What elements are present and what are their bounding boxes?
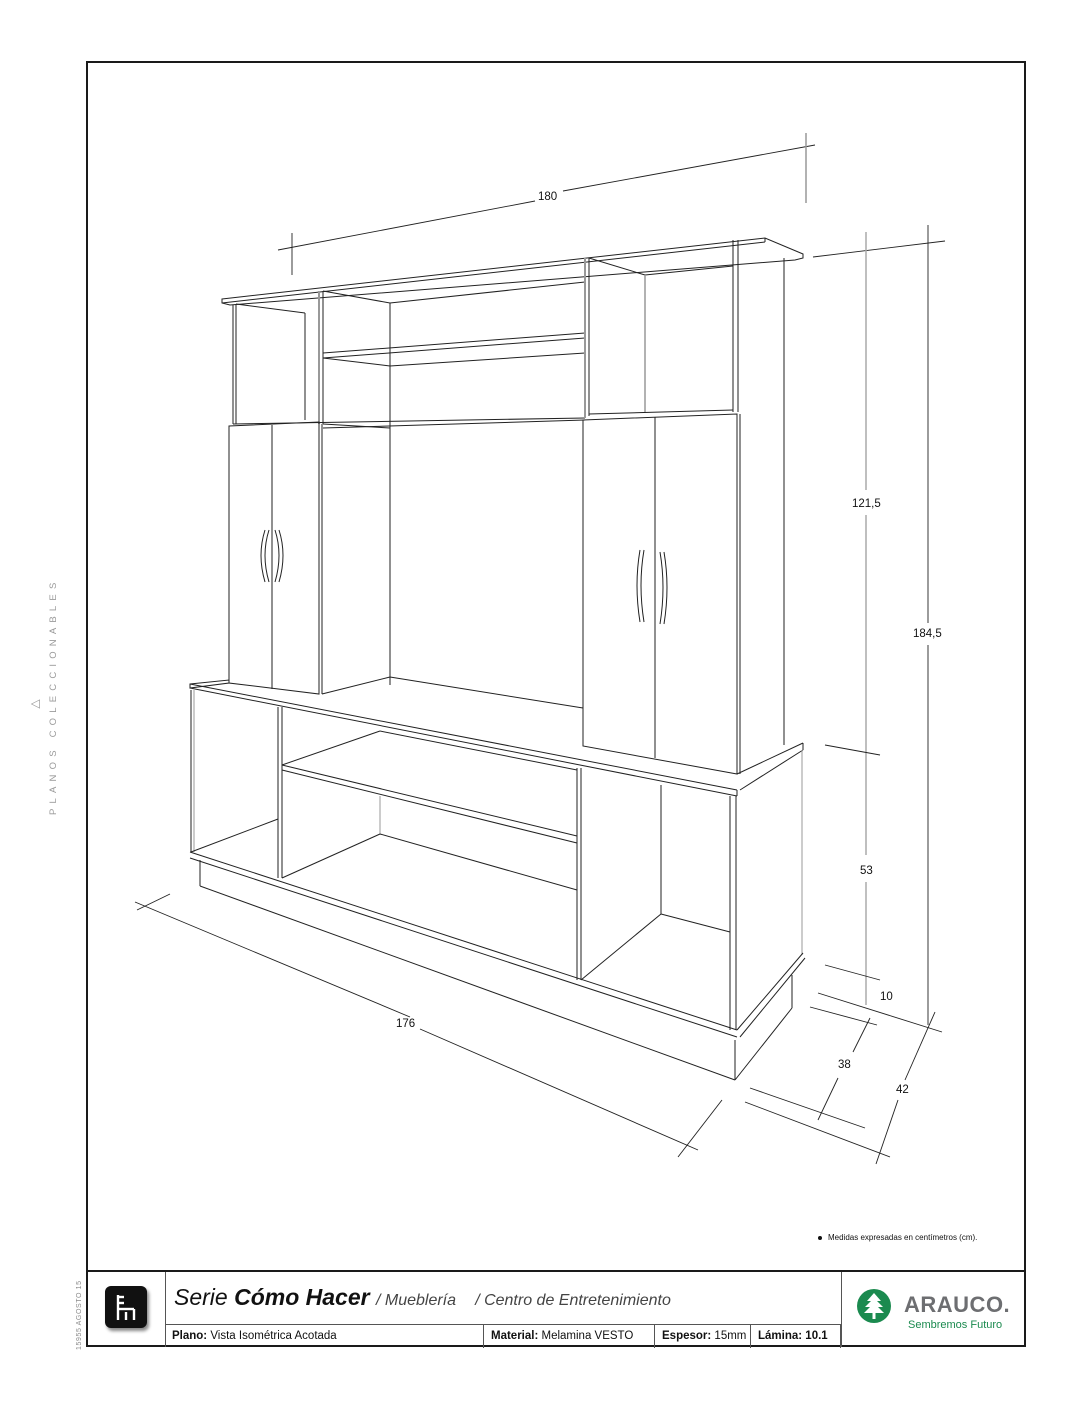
dim-height-total: 184,5 (913, 628, 942, 640)
title-block: Serie Cómo Hacer / Mueblería / Centro de… (86, 1270, 1026, 1348)
tree-logo-icon (857, 1289, 891, 1323)
dim-height-base: 53 (860, 865, 873, 877)
top-board (221, 237, 804, 306)
series-title: Serie Cómo Hacer / Mueblería / Centro de… (174, 1284, 671, 1311)
dim-height-upper: 121,5 (852, 498, 881, 510)
brand-name: ARAUCO. (904, 1292, 1011, 1317)
project-name: / Centro de Entretenimiento (475, 1292, 671, 1309)
category: / Mueblería (375, 1292, 457, 1309)
dim-plinth: 10 (880, 991, 893, 1003)
espesor-cell: Espesor: 15mm (655, 1325, 751, 1348)
brand-tagline: Sembremos Futuro (908, 1319, 1003, 1331)
info-row: Plano: Vista Isométrica Acotada Material… (165, 1324, 841, 1348)
plano-cell: Plano: Vista Isométrica Acotada (165, 1325, 484, 1348)
icon-cell (86, 1272, 166, 1347)
dim-width-top: 180 (538, 191, 557, 203)
bullet-icon (818, 1235, 822, 1240)
note-text: Medidas expresadas en centímetros (cm). (828, 1233, 978, 1242)
measurement-note: Medidas expresadas en centímetros (cm). (818, 1233, 977, 1242)
logo-cell: ARAUCO. Sembremos Futuro (841, 1272, 1025, 1347)
material-cell: Material: Melamina VESTO (484, 1325, 655, 1348)
series-prefix: Serie (174, 1284, 228, 1310)
dim-depth-base: 38 (838, 1059, 851, 1071)
lamina-cell: Lámina: 10.1 (751, 1325, 841, 1348)
series-name: Cómo Hacer (234, 1284, 370, 1310)
dim-depth-total: 42 (896, 1084, 909, 1096)
sheet-frame (86, 61, 1026, 1347)
dim-width-base: 176 (396, 1018, 415, 1030)
chair-icon (105, 1286, 147, 1328)
